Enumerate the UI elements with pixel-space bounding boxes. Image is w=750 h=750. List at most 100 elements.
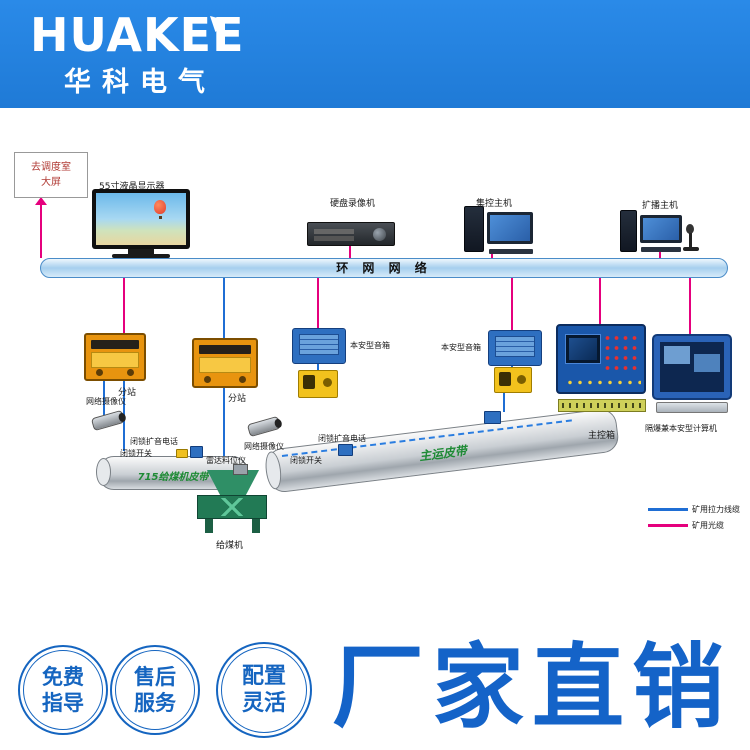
radar-label: 雷达料位仪 — [206, 456, 246, 465]
speaker-1-grill — [299, 334, 339, 355]
brand-chinese-name: 华科电气 — [64, 67, 216, 98]
substation-2-knob2 — [239, 376, 246, 383]
microphone-stem — [689, 233, 692, 248]
broadcast-host-label: 扩播主机 — [642, 201, 679, 211]
central-host-label: 集控主机 — [476, 199, 513, 209]
substation-1-knob — [96, 369, 103, 376]
ring-network-bus: 环 网 网 络 — [40, 258, 728, 278]
belt2-lock-switch-unit — [338, 444, 353, 456]
cable-optical-dispatch — [40, 204, 42, 258]
badge-after-sales: 售后 服务 — [110, 645, 200, 735]
coal-feeder-leg — [205, 519, 213, 533]
badge-1-line2: 指导 — [42, 691, 84, 715]
camera-1-label: 网络摄像仪 — [86, 397, 126, 406]
cable-substation1-camera1 — [103, 381, 105, 415]
cable-phone2-belt — [503, 393, 505, 412]
dispatch-room-label: 去调度室 大屏 — [31, 162, 71, 188]
main-control-label: 主控箱 — [588, 431, 616, 441]
ex-computer-label: 隔爆兼本安型计算机 — [645, 424, 717, 433]
cable-optical-speaker2 — [511, 278, 513, 330]
balloon-icon — [154, 200, 166, 214]
camera-2-lens — [273, 418, 283, 429]
main-control-buttons — [603, 333, 639, 375]
main-control-screen-glow — [569, 338, 597, 360]
belt1-phone-unit — [176, 449, 188, 458]
lock-phone-1-device — [298, 370, 338, 398]
substation-1-knob2 — [127, 369, 134, 376]
slogan-factory-direct: 厂家直销 — [332, 634, 733, 741]
badge-2-line1: 售后 — [134, 664, 176, 689]
ex-computer-screen — [660, 342, 724, 392]
lock-phone-2-device — [494, 367, 532, 393]
coal-feeder-label: 给煤机 — [216, 541, 244, 551]
broadcast-host-screen — [643, 218, 679, 240]
terminal-board-contacts — [562, 403, 642, 408]
substation-1 — [84, 333, 146, 381]
substation-1-panel — [91, 352, 139, 368]
badge-3-line1: 配置 — [241, 663, 286, 689]
coal-feeder-leg2 — [252, 519, 260, 533]
central-host-tower — [464, 206, 484, 252]
belt2-sensor-unit — [484, 411, 501, 424]
balloon-basket-icon — [159, 216, 162, 219]
main-control-box — [556, 324, 646, 394]
dispatch-room-box: 去调度室 大屏 — [14, 152, 88, 198]
substation-2-label: 分站 — [228, 394, 247, 404]
cable-optical-broadcast-host — [659, 250, 661, 258]
feeder-belt-label: 715给煤机皮带 — [137, 472, 209, 483]
substation-2-knob — [204, 376, 211, 383]
lock-phone-1-label: 闭锁扩音电话 — [130, 437, 178, 446]
legend-optical-line — [648, 524, 688, 527]
speaker-1-label: 本安型音箱 — [350, 341, 390, 350]
radar-level-sensor — [233, 464, 248, 475]
belt1-lock-switch-unit — [190, 446, 203, 458]
cable-optical-main-control — [599, 278, 601, 324]
legend-optical-label: 矿用光缆 — [692, 521, 724, 530]
badge-3-line2: 灵活 — [241, 691, 286, 716]
badge-free-guidance: 免费 指导 — [18, 645, 108, 735]
feeder-belt-end-cap — [96, 458, 111, 486]
ex-computer-keyboard — [656, 402, 728, 413]
badge-2-line2: 服务 — [134, 691, 176, 715]
coal-feeder-body — [197, 495, 267, 519]
broadcast-host-tower — [620, 210, 637, 252]
terminal-board — [558, 399, 646, 412]
camera-2-label: 网络摄像仪 — [244, 442, 284, 451]
lock-switch-1-label: 闭锁开关 — [120, 449, 152, 458]
speaker-2-grill — [495, 336, 535, 357]
cable-tension-substation2 — [223, 278, 225, 338]
badge-flexible-config: 配置 灵活 — [216, 642, 312, 738]
cable-optical-substation1 — [123, 278, 125, 333]
broadcast-host-keyboard — [641, 247, 681, 252]
ex-computer-monitor — [652, 334, 732, 400]
cable-optical-central-host — [491, 252, 493, 258]
main-control-indicator-row — [565, 378, 641, 387]
lcd-monitor — [92, 189, 190, 249]
central-host-screen — [490, 215, 530, 241]
ex-computer-window — [664, 346, 690, 364]
dvr-knob — [373, 228, 386, 241]
broadcast-host-monitor — [640, 215, 682, 243]
substation-2-panel — [199, 357, 251, 373]
microphone-icon — [686, 224, 694, 234]
substation-2 — [192, 338, 258, 388]
dvr-label: 硬盘录像机 — [330, 199, 376, 209]
camera-1-lens — [117, 412, 127, 423]
lock-switch-2-label: 闭锁开关 — [290, 456, 322, 465]
safe-speaker-2 — [488, 330, 542, 366]
brand-logo-text: HUAKEE — [30, 8, 245, 62]
lock-phone-2-label: 闭锁扩音电话 — [318, 434, 366, 443]
badge-1-line1: 免费 — [42, 664, 84, 689]
central-host-monitor — [487, 212, 533, 244]
arrow-up-icon — [35, 197, 47, 205]
phone-1-grill — [303, 375, 315, 389]
central-host-keyboard — [489, 249, 533, 254]
coal-feeder-frame — [200, 498, 264, 516]
speaker-2-label: 本安型音箱 — [441, 343, 481, 352]
substation-1-label: 分站 — [118, 388, 137, 398]
safe-speaker-1 — [292, 328, 346, 364]
monitor-screen — [96, 193, 186, 245]
phone-2-grill — [499, 372, 511, 386]
cable-optical-ex-computer — [689, 278, 691, 334]
phone-2-dial — [517, 375, 526, 384]
